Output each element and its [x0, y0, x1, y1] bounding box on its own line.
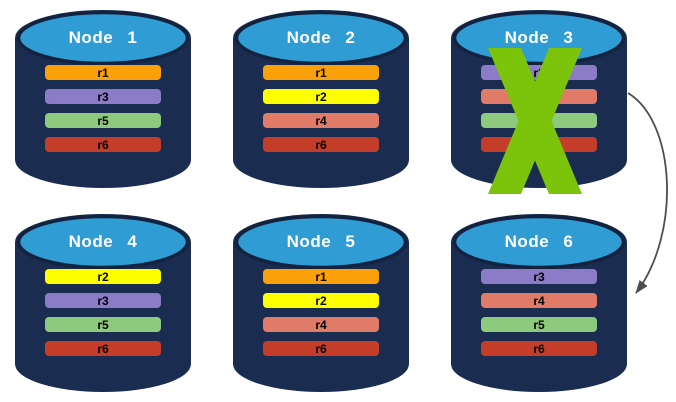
node-title: Node 2 — [286, 28, 356, 47]
replica-label: r3 — [97, 293, 109, 308]
node-title: Node 6 — [504, 232, 574, 251]
replica-bar: r4 — [481, 293, 597, 308]
failure-x-icon — [488, 48, 582, 194]
db-node-failed: Node 3 r3 — [450, 8, 628, 194]
node-title: Node 5 — [286, 232, 356, 251]
node-title: Node 1 — [68, 28, 138, 47]
node-title: Node 3 — [504, 28, 574, 47]
db-node: Node 5 r1 r2 r4 r6 — [232, 212, 410, 394]
cylinder-top — [16, 214, 190, 270]
cylinder-top — [234, 10, 408, 66]
replica-list: r3 r4 r5 r6 — [481, 269, 597, 356]
db-node: Node 6 r3 r4 r5 r6 — [450, 212, 628, 394]
replica-label: r6 — [533, 341, 545, 356]
replica-bar: r2 — [263, 89, 379, 104]
replica-bar: r6 — [45, 137, 161, 152]
replica-bar: r6 — [263, 137, 379, 152]
replica-bar: r3 — [45, 293, 161, 308]
replica-label: r3 — [533, 269, 545, 284]
replica-bar: r2 — [45, 269, 161, 284]
replica-list: r1 r2 r4 r6 — [263, 65, 379, 152]
replica-label: r2 — [97, 269, 109, 284]
replica-bar: r6 — [263, 341, 379, 356]
replica-label: r1 — [97, 65, 109, 80]
db-node: Node 4 r2 r3 r5 r6 — [14, 212, 192, 394]
replica-bar: r4 — [263, 317, 379, 332]
failover-arrow-path — [627, 92, 668, 294]
replica-bar: r5 — [45, 317, 161, 332]
node-grid: Node 1 r1 r3 r5 r6 Node 2 r1 r2 r4 r6 Node 3 r… — [14, 8, 628, 394]
replica-bar: r4 — [263, 113, 379, 128]
cylinder-top — [452, 214, 626, 270]
cylinder-top — [234, 214, 408, 270]
replica-bar: r3 — [45, 89, 161, 104]
replica-bar: r1 — [263, 269, 379, 284]
replica-bar: r1 — [263, 65, 379, 80]
replica-label: r5 — [97, 113, 109, 128]
replica-label: r2 — [315, 293, 327, 308]
replica-bar: r3 — [481, 269, 597, 284]
replica-label: r1 — [315, 269, 327, 284]
replica-label: r4 — [533, 293, 545, 308]
replica-bar: r5 — [481, 317, 597, 332]
replica-label: r2 — [315, 89, 327, 104]
replica-label: r5 — [533, 317, 545, 332]
replica-label: r6 — [97, 341, 109, 356]
cylinder-top — [16, 10, 190, 66]
db-node: Node 1 r1 r3 r5 r6 — [14, 8, 192, 190]
replica-list: r1 r2 r4 r6 — [263, 269, 379, 356]
replica-bar: r1 — [45, 65, 161, 80]
node-title: Node 4 — [68, 232, 138, 251]
replica-bar: r5 — [45, 113, 161, 128]
replica-bar: r6 — [45, 341, 161, 356]
replica-list: r2 r3 r5 r6 — [45, 269, 161, 356]
replica-label: r1 — [315, 65, 327, 80]
db-node: Node 2 r1 r2 r4 r6 — [232, 8, 410, 190]
replica-label: r6 — [97, 137, 109, 152]
replica-label: r4 — [315, 317, 327, 332]
replica-label: r6 — [315, 137, 327, 152]
replica-bar: r2 — [263, 293, 379, 308]
replica-label: r5 — [97, 317, 109, 332]
replica-label: r3 — [97, 89, 109, 104]
replica-bar: r6 — [481, 341, 597, 356]
replica-list: r1 r3 r5 r6 — [45, 65, 161, 152]
replica-label: r4 — [315, 113, 327, 128]
replica-label: r6 — [315, 341, 327, 356]
x-stroke — [488, 48, 582, 194]
